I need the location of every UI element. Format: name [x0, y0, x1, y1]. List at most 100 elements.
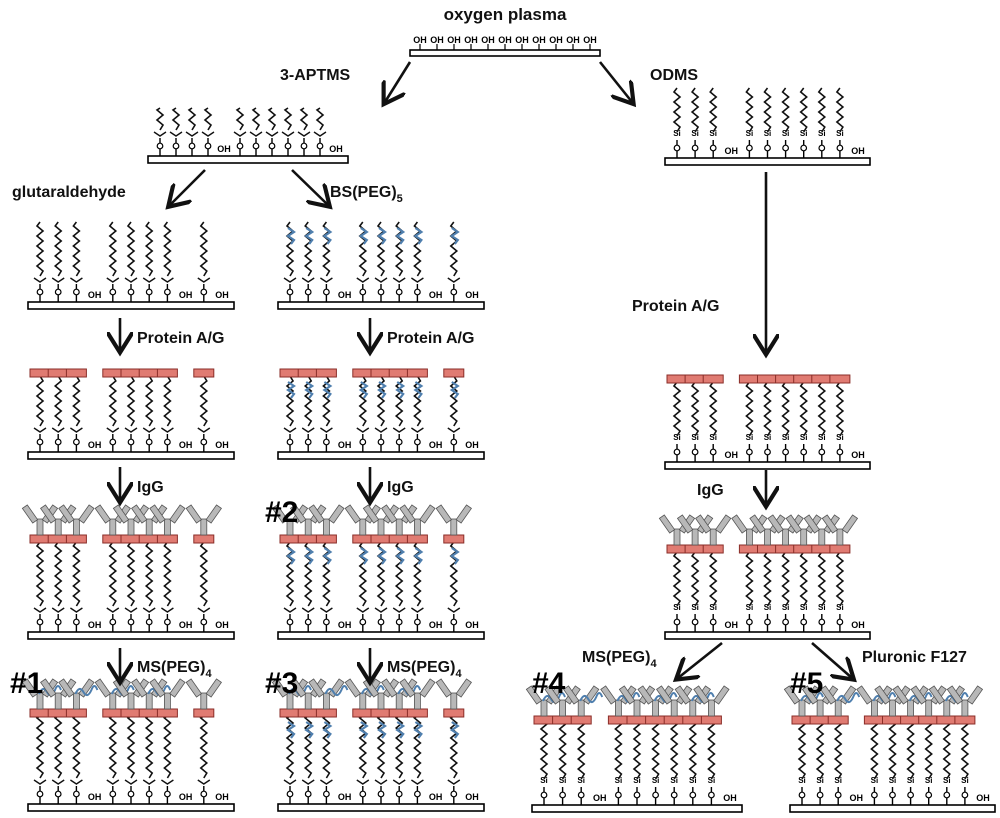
antibody-stem [163, 692, 171, 710]
protein-ag [700, 715, 722, 725]
oxygen-atom [414, 618, 421, 626]
panel-number-4: #4 [532, 667, 566, 700]
silicon-label: Si [746, 433, 754, 442]
antibody-stem [304, 692, 312, 710]
oxygen-atom [395, 288, 403, 296]
hydroxyl-label: OH [583, 35, 597, 45]
oxygen-atom [284, 142, 292, 150]
antibody-stem [145, 692, 153, 710]
oxygen-atom [450, 288, 458, 296]
substrate-bar [277, 803, 485, 812]
antibody-arm [399, 678, 416, 698]
oxygen-atom [414, 790, 421, 798]
silane-head [124, 277, 138, 283]
antibody-arm [563, 685, 580, 705]
alkyl-chain [690, 551, 700, 607]
alkyl-chain [690, 87, 700, 133]
protein-ag [666, 544, 688, 554]
label-protein-ag-col2: Protein A/G [387, 330, 474, 347]
alkyl-chain [315, 107, 325, 131]
antibody-stem [322, 692, 330, 710]
silane-head [106, 607, 120, 613]
protein-ag [791, 715, 813, 725]
hydroxyl-label: OH [725, 450, 739, 460]
antibody-arm [94, 504, 111, 524]
antibody-arm [78, 504, 95, 524]
substrate-bar [27, 631, 235, 640]
silane-head [197, 607, 211, 613]
hydroxyl-label: OH [725, 620, 739, 630]
oxygen-atom [72, 288, 80, 296]
oxygen-atom [200, 790, 208, 798]
silane-head [447, 277, 461, 283]
oxygen-atom [304, 438, 312, 446]
oxygen-atom [109, 790, 117, 798]
oxygen-atom [109, 288, 117, 296]
alkyl-chain [126, 715, 136, 779]
oxygen-atom [782, 144, 789, 152]
hydroxyl-label: OH [215, 290, 229, 300]
hydroxyl-label: OH [429, 440, 443, 450]
silane-head [411, 427, 424, 433]
oxygen-atom [764, 144, 771, 152]
oxygen-atom [633, 791, 641, 799]
alkyl-chain [799, 551, 808, 607]
oxygen-atom [359, 438, 367, 446]
antibody-stem [395, 518, 403, 536]
hydroxyl-label: OH [566, 35, 580, 45]
alkyl-chain [53, 221, 63, 277]
oxygen-atom [871, 791, 878, 799]
oxygen-atom [72, 438, 80, 446]
label-glutaraldehyde: glutaraldehyde [12, 184, 126, 201]
antibody-stem [359, 518, 367, 536]
silane-head [70, 779, 83, 785]
label-igg-col3: IgG [697, 482, 724, 499]
antibody-stem [633, 699, 641, 717]
antibody-arm [966, 685, 984, 705]
antibody-stem [286, 518, 294, 536]
oxygen-atom [709, 144, 717, 152]
antibody-stem [359, 692, 367, 710]
oxygen-atom [800, 144, 808, 152]
peg-linker [358, 381, 369, 399]
hydroxyl-label: OH [338, 792, 352, 802]
oxygen-atom [577, 791, 585, 799]
hydroxyl-label: OH [464, 35, 478, 45]
alkyl-chain [763, 381, 772, 437]
label-igg-col2: IgG [387, 479, 414, 496]
alkyl-chain [651, 722, 661, 780]
antibody-arm [94, 678, 111, 698]
protein-ag [65, 368, 87, 378]
silane-head [51, 427, 65, 433]
alkyl-chain [163, 541, 172, 607]
alkyl-chain [53, 375, 63, 427]
protein-ag [533, 715, 555, 725]
hydroxyl-label: OH [217, 144, 231, 154]
antibody-arm [58, 504, 75, 524]
hydroxyl-label: OH [498, 35, 512, 45]
antibody-arm [381, 504, 398, 524]
silane-head [124, 427, 138, 433]
protein-ag [918, 715, 940, 725]
antibody-arm [131, 678, 148, 698]
chain-group [153, 107, 327, 137]
oxygen-atom [323, 438, 330, 446]
silicon-label: Si [670, 776, 678, 785]
silane-head [33, 277, 47, 283]
alkyl-chain [144, 715, 154, 779]
oxygen-atom [323, 288, 330, 296]
silicon-label: Si [782, 129, 790, 138]
antibody-stem [889, 699, 896, 717]
alkyl-chain [267, 107, 277, 131]
protein-ag [443, 534, 465, 544]
antibody-arm [455, 678, 472, 698]
label-mspeg-col3: MS(PEG)4 [582, 649, 657, 670]
alkyl-chain [690, 381, 700, 437]
silane-head [301, 607, 315, 613]
oxygen-atom [691, 618, 699, 626]
peg-linker [449, 381, 460, 399]
oxygen-atom [559, 791, 566, 799]
silane-head [169, 131, 183, 137]
protein-ag [793, 374, 815, 384]
